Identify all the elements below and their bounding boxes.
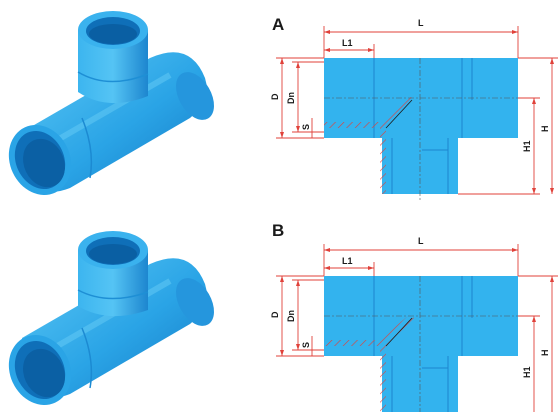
dim-label-S: S: [301, 342, 311, 348]
technical-drawing-a: A: [262, 0, 560, 206]
tee-fitting-illustration: [8, 231, 214, 406]
figure-letter: B: [272, 221, 284, 240]
dim-label-Dn: Dn: [286, 310, 296, 322]
technical-drawing-b: B: [262, 206, 560, 412]
dim-label-D: D: [270, 311, 280, 318]
tee-section-drawing: A: [270, 15, 558, 200]
dim-label-L1: L1: [342, 38, 353, 48]
tee-section-drawing: B: [270, 221, 558, 412]
dim-label-D: D: [270, 93, 280, 100]
tee-fitting-render-a: [0, 0, 230, 206]
dim-label-L1: L1: [342, 256, 353, 266]
dim-label-H: H: [540, 126, 550, 133]
dim-label-Dn: Dn: [286, 92, 296, 104]
tee-fitting-illustration: [8, 11, 214, 196]
dim-label-S: S: [301, 124, 311, 130]
dim-label-L: L: [418, 236, 424, 246]
dim-label-L: L: [418, 18, 424, 28]
figure-letter: A: [272, 15, 284, 34]
dim-label-H: H: [540, 350, 550, 357]
dim-label-H1: H1: [522, 366, 532, 378]
tee-fitting-render-b: [0, 206, 230, 412]
dim-label-H1: H1: [522, 140, 532, 152]
